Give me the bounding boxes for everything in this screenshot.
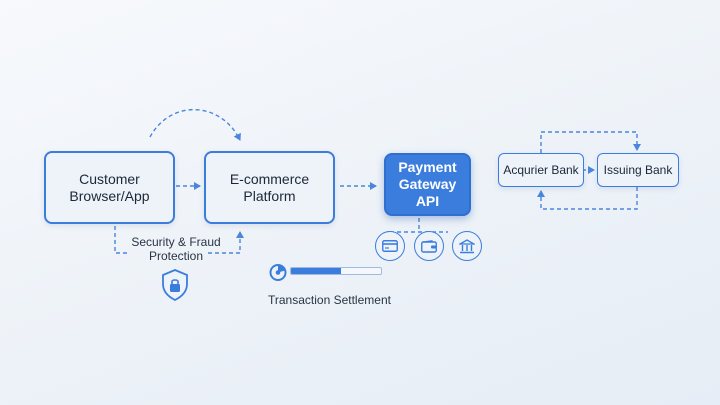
arrow-security-to-ecommerce: [208, 231, 244, 254]
settlement-progress-bar: [290, 267, 382, 275]
node-customer-label: Customer Browser/App: [69, 170, 150, 204]
transaction-settlement-label: Transaction Settlement: [268, 293, 391, 307]
settlement-progress-fill: [291, 268, 341, 274]
arrow-bank-top-loop: [540, 131, 641, 153]
arrow-security-loop: [114, 226, 130, 254]
node-issuing-label: Issuing Bank: [603, 162, 673, 177]
wallet-icon: [414, 231, 444, 261]
node-payment-gateway-api: Payment Gateway API: [384, 153, 471, 216]
clock-icon: [268, 262, 288, 282]
card-icon: [375, 231, 405, 261]
node-ecommerce-platform: E-commerce Platform: [204, 151, 335, 224]
node-ecommerce-label: E-commerce Platform: [229, 170, 310, 204]
bank-icon: [452, 231, 482, 261]
arrow-curve-customer-to-ecommerce: [149, 108, 241, 141]
node-issuing-bank: Issuing Bank: [597, 153, 679, 187]
node-gateway-label: Payment Gateway API: [398, 159, 457, 209]
security-fraud-label: Security & Fraud Protection: [131, 235, 221, 263]
node-acquirer-bank: Acqurier Bank: [498, 153, 584, 187]
node-acquirer-label: Acqurier Bank: [503, 162, 579, 177]
lock-shield-icon: [160, 268, 190, 302]
arrow-bank-bottom-loop: [537, 187, 638, 210]
node-customer-browser-app: Customer Browser/App: [44, 151, 175, 224]
